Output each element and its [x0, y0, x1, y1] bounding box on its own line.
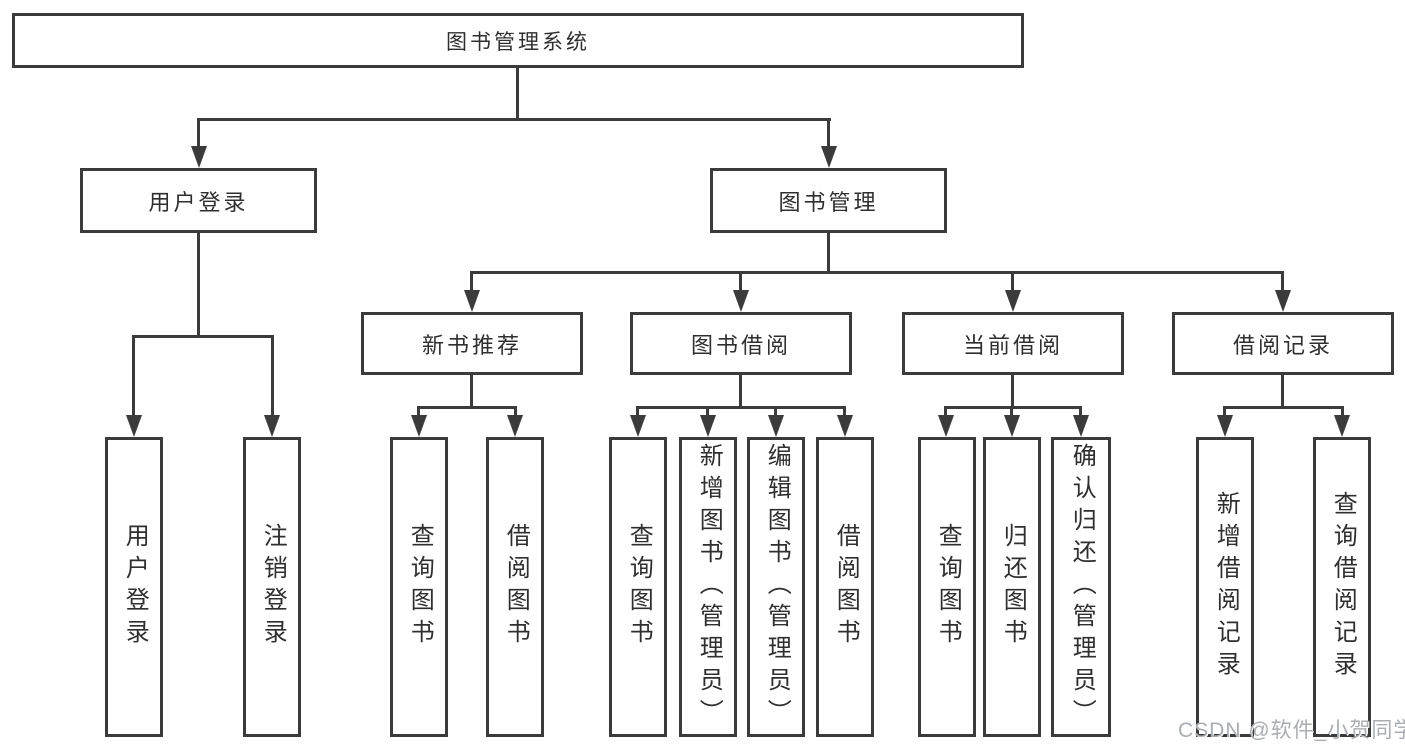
node-new-book-recommend-label: 新书推荐 — [421, 332, 522, 358]
connector-to-leaf — [843, 406, 846, 416]
connector-br-bar — [1223, 406, 1344, 409]
connector-to-leaf — [417, 406, 420, 416]
connector-level3-bar — [470, 271, 1284, 274]
arrow-down-icon — [821, 146, 837, 168]
connector-to-leaf — [774, 406, 777, 416]
leaf-bb-edit-book: 编辑图书（管理员） — [747, 437, 805, 737]
arrow-down-icon — [1217, 415, 1233, 437]
node-borrowing-records-label: 借阅记录 — [1232, 332, 1333, 358]
connector-to-leaf — [514, 406, 517, 416]
leaf-bb-add-book-label: 新增图书（管理员） — [695, 443, 723, 731]
arrow-down-icon — [733, 290, 749, 312]
connector-to-leaf — [944, 406, 947, 416]
leaf-bb-query-book-label: 查询图书 — [625, 523, 653, 651]
leaf-bb-borrow-book-label: 借阅图书 — [832, 523, 860, 651]
arrow-down-icon — [630, 415, 646, 437]
leaf-cb-confirm-return: 确认归还（管理员） — [1051, 437, 1111, 737]
arrow-down-icon — [938, 415, 954, 437]
csdn-watermark: CSDN @软件_小贺同学 — [1178, 719, 1405, 742]
leaf-logout: 注销登录 — [243, 437, 301, 737]
connector-cb-bar — [944, 406, 1082, 409]
connector-user-login-bar — [132, 335, 274, 338]
connector-to-leaf — [1010, 406, 1013, 416]
arrow-down-icon — [1004, 415, 1020, 437]
leaf-br-query-record: 查询借阅记录 — [1313, 437, 1371, 737]
connector-cb-stem — [1011, 375, 1014, 406]
connector-bb-stem — [739, 375, 742, 406]
arrow-down-icon — [1073, 415, 1089, 437]
arrow-down-icon — [264, 415, 280, 437]
connector-nbr-bar — [417, 406, 517, 409]
node-book-borrowing-label: 图书借阅 — [690, 332, 791, 358]
connector-book-mgmt-stem — [827, 233, 830, 271]
arrow-down-icon — [768, 415, 784, 437]
leaf-cb-return-book: 归还图书 — [983, 437, 1041, 737]
node-book-management: 图书管理 — [710, 168, 947, 233]
arrow-down-icon — [1275, 290, 1291, 312]
leaf-cb-query-book: 查询图书 — [918, 437, 976, 737]
node-book-management-label: 图书管理 — [778, 189, 879, 215]
node-user-login-label: 用户登录 — [148, 189, 249, 215]
connector-to-book-management — [827, 118, 830, 147]
connector-nbr-stem — [470, 375, 473, 406]
connector-to-leaf-logout — [271, 335, 274, 415]
connector-to-leaf — [1341, 406, 1344, 416]
node-borrowing-records: 借阅记录 — [1172, 312, 1394, 375]
node-new-book-recommend: 新书推荐 — [361, 312, 583, 375]
connector-user-login-stem — [197, 233, 200, 335]
node-root-system: 图书管理系统 — [12, 13, 1024, 68]
leaf-bb-borrow-book: 借阅图书 — [816, 437, 874, 737]
leaf-cb-query-book-label: 查询图书 — [934, 523, 962, 651]
arrow-down-icon — [1005, 290, 1021, 312]
leaf-bb-edit-book-label: 编辑图书（管理员） — [763, 443, 791, 731]
connector-to-user-login — [197, 118, 200, 147]
leaf-bb-add-book: 新增图书（管理员） — [679, 437, 737, 737]
connector-to-leaf-user-login — [132, 335, 135, 415]
connector-to-new-book-recommend — [470, 271, 473, 291]
leaf-nbr-query-book: 查询图书 — [390, 437, 448, 737]
leaf-br-query-record-label: 查询借阅记录 — [1329, 491, 1357, 683]
connector-br-stem — [1281, 375, 1284, 406]
connector-to-leaf — [1223, 406, 1226, 416]
connector-to-leaf — [1079, 406, 1082, 416]
arrow-down-icon — [411, 415, 427, 437]
arrow-down-icon — [1334, 415, 1350, 437]
node-user-login: 用户登录 — [80, 168, 317, 233]
connector-to-current-borrowing — [1011, 271, 1014, 291]
leaf-cb-return-book-label: 归还图书 — [999, 523, 1027, 651]
connector-root-stem — [516, 68, 519, 118]
connector-level2-bar — [197, 118, 831, 121]
connector-to-leaf — [636, 406, 639, 416]
connector-bb-bar — [636, 406, 846, 409]
arrow-down-icon — [507, 415, 523, 437]
node-root-label: 图书管理系统 — [446, 30, 590, 54]
leaf-cb-confirm-return-label: 确认归还（管理员） — [1068, 443, 1096, 731]
leaf-user-login-label: 用户登录 — [121, 523, 149, 651]
node-book-borrowing: 图书借阅 — [630, 312, 852, 375]
leaf-nbr-borrow-book: 借阅图书 — [486, 437, 544, 737]
node-current-borrowing-label: 当前借阅 — [962, 332, 1063, 358]
leaf-user-login: 用户登录 — [105, 437, 163, 737]
node-current-borrowing: 当前借阅 — [902, 312, 1124, 375]
arrow-down-icon — [700, 415, 716, 437]
arrow-down-icon — [464, 290, 480, 312]
leaf-logout-label: 注销登录 — [259, 523, 287, 651]
leaf-nbr-borrow-book-label: 借阅图书 — [502, 523, 530, 651]
arrow-down-icon — [191, 146, 207, 168]
connector-to-borrowing-records — [1281, 271, 1284, 291]
leaf-bb-query-book: 查询图书 — [609, 437, 667, 737]
arrow-down-icon — [837, 415, 853, 437]
leaf-br-add-record: 新增借阅记录 — [1196, 437, 1254, 737]
arrow-down-icon — [126, 415, 142, 437]
connector-to-leaf — [706, 406, 709, 416]
leaf-br-add-record-label: 新增借阅记录 — [1212, 491, 1240, 683]
leaf-nbr-query-book-label: 查询图书 — [406, 523, 434, 651]
connector-to-book-borrowing — [739, 271, 742, 291]
